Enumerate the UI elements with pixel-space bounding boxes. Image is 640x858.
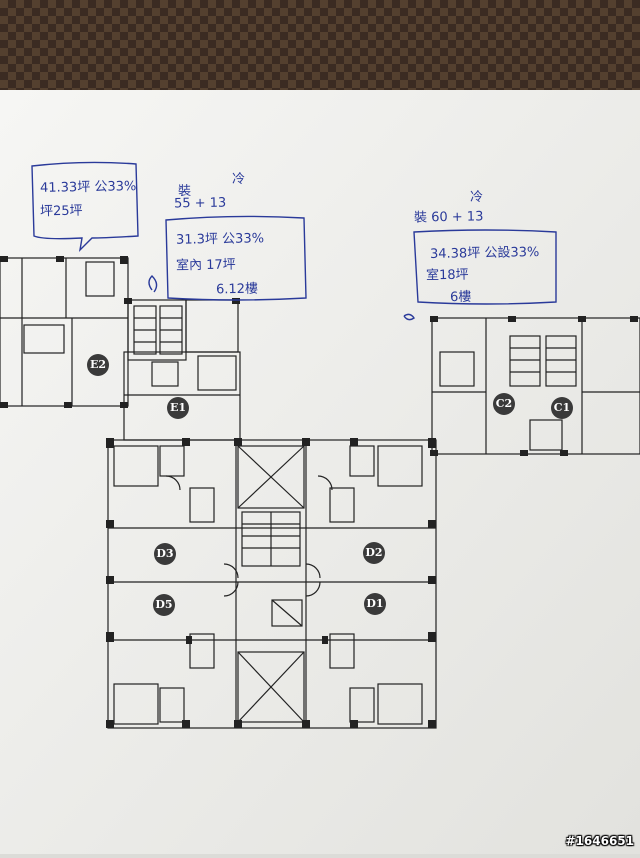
note-right-box-line2: 室18坪 [425,267,469,284]
note-right-box-line1: 34.38坪 公設33% [429,245,540,262]
note-center-box [165,215,307,301]
table-surface [0,0,640,95]
watermark-id: #1646651 [565,834,634,848]
note-left-line2: 坪25坪 [39,203,83,220]
unit-label-d2: D2 [363,542,385,564]
unit-label-d3: D3 [154,543,176,565]
unit-label-c1: C1 [551,397,573,419]
note-center-box-line2: 室內 17坪 [175,257,236,274]
note-center-box-line1: 31.3坪 公33% [175,231,265,248]
note-center-box-line3: 6.12樓 [215,281,259,298]
unit-label-e2: E2 [87,354,109,376]
note-center-top-line2: 55 + 13 [173,195,227,212]
note-center-cold-mark: 冷 [231,171,246,188]
note-right-box [413,229,557,305]
unit-label-e1: E1 [167,397,189,419]
unit-label-d1: D1 [364,593,386,615]
note-left-bubble [31,161,139,253]
note-right-box-line3: 6樓 [449,289,472,306]
note-right-cold-mark: 冷 [469,189,484,206]
unit-label-d5: D5 [153,594,175,616]
note-left-line1: 41.33坪 公33% [39,179,137,196]
unit-label-c2: C2 [493,393,515,415]
note-right-top-line1: 裝 60 + 13 [413,209,484,226]
paper-sheet [0,90,640,854]
